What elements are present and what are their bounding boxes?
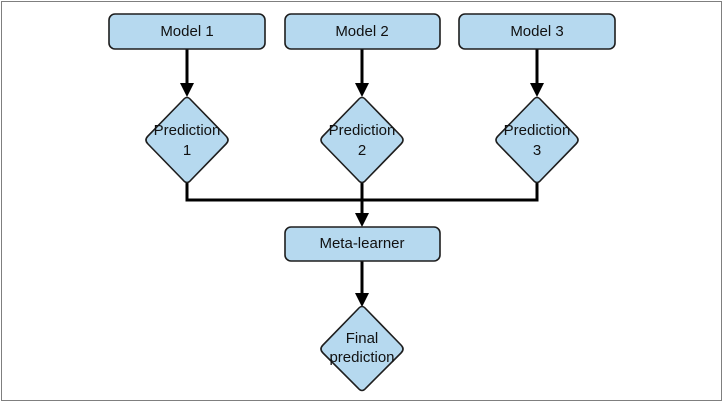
arrowhead-prediction1 bbox=[180, 83, 194, 97]
edge-prediction1-merge bbox=[185, 182, 362, 202]
final-prediction-label-line2: prediction bbox=[329, 349, 394, 366]
arrowhead-prediction3 bbox=[530, 83, 544, 97]
model-3-label: Model 3 bbox=[510, 23, 563, 40]
edges bbox=[180, 49, 544, 307]
prediction-3-label-line1: Prediction bbox=[504, 122, 571, 139]
prediction-1-label-line1: Prediction bbox=[154, 122, 221, 139]
edge-prediction3-merge bbox=[362, 182, 539, 202]
model-2-label: Model 2 bbox=[335, 23, 388, 40]
arrowhead-final-prediction bbox=[355, 293, 369, 307]
prediction-2-label-line2: 2 bbox=[358, 142, 366, 159]
prediction-1-node: Prediction 1 bbox=[145, 96, 229, 184]
prediction-3-node: Prediction 3 bbox=[495, 96, 579, 184]
prediction-1-label-line2: 1 bbox=[183, 142, 191, 159]
model-3-node: Model 3 bbox=[458, 13, 616, 50]
model-1-node: Model 1 bbox=[108, 13, 266, 50]
meta-learner-label: Meta-learner bbox=[319, 235, 404, 252]
final-prediction-node: Final prediction bbox=[320, 305, 404, 392]
final-prediction-label-line1: Final bbox=[346, 330, 379, 347]
model-1-label: Model 1 bbox=[160, 23, 213, 40]
prediction-2-node: Prediction 2 bbox=[320, 96, 404, 184]
arrowhead-prediction2 bbox=[355, 83, 369, 97]
prediction-3-label-line2: 3 bbox=[533, 142, 541, 159]
arrowhead-meta-learner bbox=[355, 213, 369, 227]
prediction-2-label-line1: Prediction bbox=[329, 122, 396, 139]
meta-learner-node: Meta-learner bbox=[284, 226, 441, 262]
model-2-node: Model 2 bbox=[284, 13, 441, 50]
